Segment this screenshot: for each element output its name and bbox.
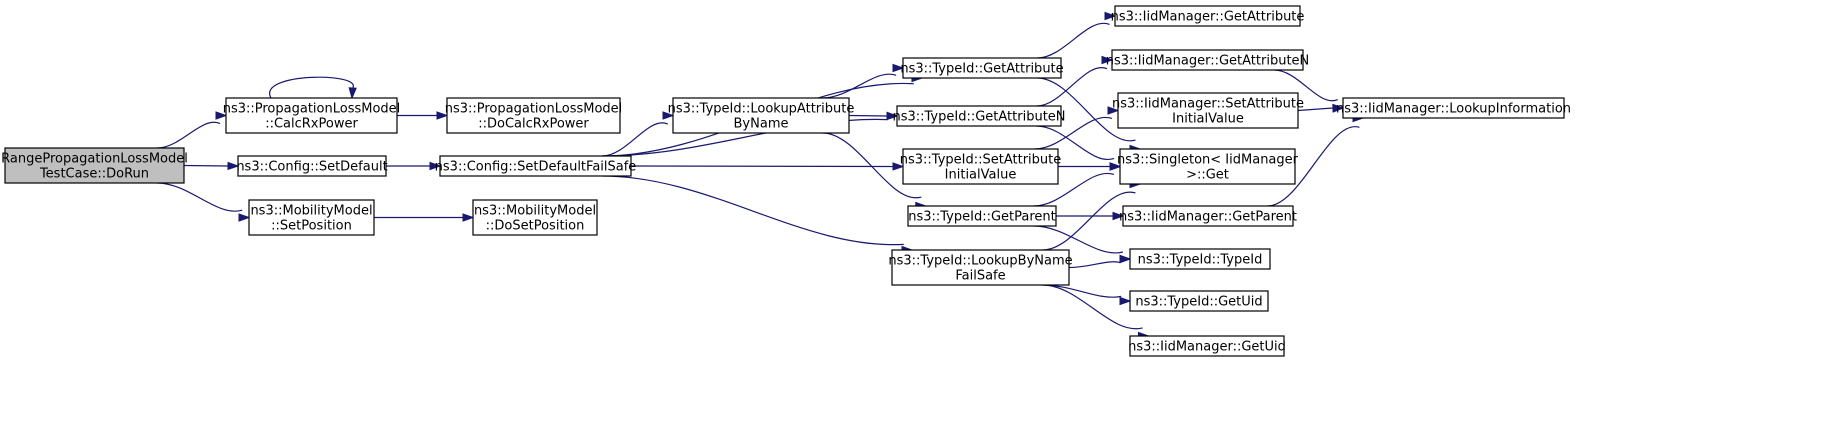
node-box-iid_getattributen	[1111, 49, 1304, 71]
edge-setdefaultfs-to-lookupbyname	[602, 175, 914, 255]
node-label-docalcrx-line-0: ns3::PropagationLossModel	[445, 102, 623, 117]
node-box-calcrx	[225, 97, 398, 134]
node-label-typeid_typeid-line-0: ns3::TypeId::TypeId	[1138, 253, 1263, 268]
node-label-setposition-line-1: ::SetPosition	[271, 219, 352, 234]
node-label-iid_getattributen-line-0: ns3::IidManager::GetAttributeN	[1106, 54, 1310, 69]
edge-getattribute-to-iid_getattribute	[1037, 11, 1117, 59]
edge-setposition-to-dosetposition	[374, 213, 475, 222]
node-label-lookupattr-line-1: ByName	[734, 117, 789, 132]
edge-getparent-to-iid_getparent	[1056, 211, 1125, 221]
edge-lookupbyname-to-typeid_getuid	[1042, 284, 1132, 306]
edge-getparent-to-singleton	[1033, 162, 1122, 207]
node-dosetposition[interactable]: ns3::MobilityModel::DoSetPosition	[472, 199, 598, 236]
node-label-calcrx-line-0: ns3::PropagationLossModel	[223, 102, 401, 117]
edge-calcrx-to-calcrx	[269, 76, 357, 100]
node-singleton[interactable]: ns3::Singleton< IidManager >::Get	[1117, 148, 1299, 185]
node-typeid_typeid[interactable]: ns3::TypeId::TypeId	[1129, 248, 1271, 270]
node-box-typeid_getuid	[1129, 290, 1269, 312]
edge-setdefault-to-setdefaultfs	[386, 161, 442, 171]
node-box-iid_getattribute	[1114, 5, 1301, 27]
node-iid_getuid[interactable]: ns3::IidManager::GetUid	[1128, 335, 1286, 357]
node-box-iid_getparent	[1122, 205, 1294, 227]
edge-getattributen-to-iid_getattributen	[1036, 55, 1114, 107]
node-box-getparent	[907, 205, 1057, 227]
node-label-lookupbyname-line-1: FailSafe	[955, 269, 1005, 284]
node-label-getattributen-line-0: ns3::TypeId::GetAttributeN	[892, 110, 1065, 125]
node-label-setdefaultfs-line-0: ns3::Config::SetDefaultFailSafe	[435, 160, 637, 175]
node-label-lookupattr-line-0: ns3::TypeId::LookupAttribute	[668, 102, 855, 117]
node-label-iid_getuid-line-0: ns3::IidManager::GetUid	[1128, 340, 1286, 355]
node-label-setdefault-line-0: ns3::Config::SetDefault	[236, 160, 387, 175]
node-box-root	[4, 147, 185, 184]
edge-setdefaultfs-to-lookupattr	[602, 111, 675, 157]
node-label-singleton-line-1: >::Get	[1186, 168, 1229, 183]
node-box-lookupattr	[672, 97, 850, 134]
node-label-setattrinit-line-1: InitialValue	[945, 168, 1017, 183]
nodes-layer: RangePropagationLossModelTestCase::DoRun…	[1, 5, 1571, 357]
node-label-typeid_getuid-line-0: ns3::TypeId::GetUid	[1135, 295, 1262, 310]
node-box-iid_getuid	[1129, 335, 1285, 357]
edge-iid_setattrinit-to-iid_lookupinfo	[1297, 104, 1345, 113]
edge-setdefaultfs-to-setattrinit	[630, 162, 905, 171]
node-getattributen[interactable]: ns3::TypeId::GetAttributeN	[892, 105, 1066, 127]
node-label-iid_setattrinit-line-0: ns3::IidManager::SetAttribute	[1112, 97, 1304, 112]
edge-setattrinit-to-iid_setattrinit	[1034, 106, 1120, 150]
node-box-docalcrx	[446, 97, 621, 134]
node-typeid_getuid[interactable]: ns3::TypeId::GetUid	[1129, 290, 1269, 312]
node-box-lookupbyname	[891, 249, 1070, 286]
node-label-dosetposition-line-1: ::DoSetPosition	[486, 219, 585, 234]
node-box-setattrinit	[902, 148, 1059, 185]
edge-root-to-setdefault	[183, 161, 240, 171]
node-label-iid_lookupinfo-line-0: ns3::IidManager::LookupInformation	[1336, 102, 1571, 117]
node-label-singleton-line-0: ns3::Singleton< IidManager	[1117, 153, 1299, 168]
node-iid_getattribute[interactable]: ns3::IidManager::GetAttribute	[1111, 5, 1305, 27]
node-label-getattribute-line-0: ns3::TypeId::GetAttribute	[900, 62, 1063, 77]
edge-calcrx-to-docalcrx	[397, 111, 449, 120]
node-setdefaultfs[interactable]: ns3::Config::SetDefaultFailSafe	[435, 155, 637, 177]
node-iid_getparent[interactable]: ns3::IidManager::GetParent	[1119, 205, 1297, 227]
node-box-getattributen	[896, 105, 1062, 127]
node-label-root-line-1: TestCase::DoRun	[39, 167, 149, 182]
node-box-iid_setattrinit	[1117, 92, 1299, 129]
node-box-iid_lookupinfo	[1342, 97, 1565, 119]
node-box-setposition	[248, 199, 375, 236]
node-label-setattrinit-line-0: ns3::TypeId::SetAttribute	[900, 153, 1062, 168]
node-iid_setattrinit[interactable]: ns3::IidManager::SetAttributeInitialValu…	[1112, 92, 1304, 129]
node-setposition[interactable]: ns3::MobilityModel::SetPosition	[248, 199, 375, 236]
edge-root-to-setposition	[157, 182, 251, 222]
node-calcrx[interactable]: ns3::PropagationLossModel::CalcRxPower	[223, 97, 401, 134]
node-iid_lookupinfo[interactable]: ns3::IidManager::LookupInformation	[1336, 97, 1571, 119]
node-box-typeid_typeid	[1129, 248, 1271, 270]
node-label-docalcrx-line-1: ::DoCalcRxPower	[478, 117, 589, 132]
node-box-setdefaultfs	[439, 155, 632, 177]
edge-lookupattr-to-getattributen	[848, 111, 899, 121]
node-label-getparent-line-0: ns3::TypeId::GetParent	[908, 210, 1056, 225]
node-label-setposition-line-0: ns3::MobilityModel	[250, 204, 372, 219]
node-box-getattribute	[902, 57, 1062, 79]
node-label-iid_getattribute-line-0: ns3::IidManager::GetAttribute	[1111, 10, 1305, 25]
edge-lookupattr-to-getattribute	[822, 63, 905, 99]
node-label-calcrx-line-1: ::CalcRxPower	[265, 117, 358, 132]
node-label-dosetposition-line-0: ns3::MobilityModel	[474, 204, 596, 219]
node-box-setdefault	[237, 155, 387, 177]
node-setdefault[interactable]: ns3::Config::SetDefault	[236, 155, 388, 177]
node-iid_getattributen[interactable]: ns3::IidManager::GetAttributeN	[1106, 49, 1310, 71]
edge-lookupbyname-to-typeid_typeid	[1068, 254, 1132, 269]
edge-root-to-calcrx	[157, 111, 228, 149]
node-box-singleton	[1119, 148, 1296, 185]
node-label-root-line-0: RangePropagationLossModel	[1, 152, 188, 167]
node-label-iid_getparent-line-0: ns3::IidManager::GetParent	[1119, 210, 1297, 225]
node-label-lookupbyname-line-0: ns3::TypeId::LookupByName	[888, 254, 1072, 269]
node-docalcrx[interactable]: ns3::PropagationLossModel::DoCalcRxPower	[445, 97, 623, 134]
node-label-iid_setattrinit-line-1: InitialValue	[1172, 112, 1244, 127]
node-getattribute[interactable]: ns3::TypeId::GetAttribute	[900, 57, 1064, 79]
node-box-dosetposition	[472, 199, 598, 236]
node-getparent[interactable]: ns3::TypeId::GetParent	[907, 205, 1057, 227]
